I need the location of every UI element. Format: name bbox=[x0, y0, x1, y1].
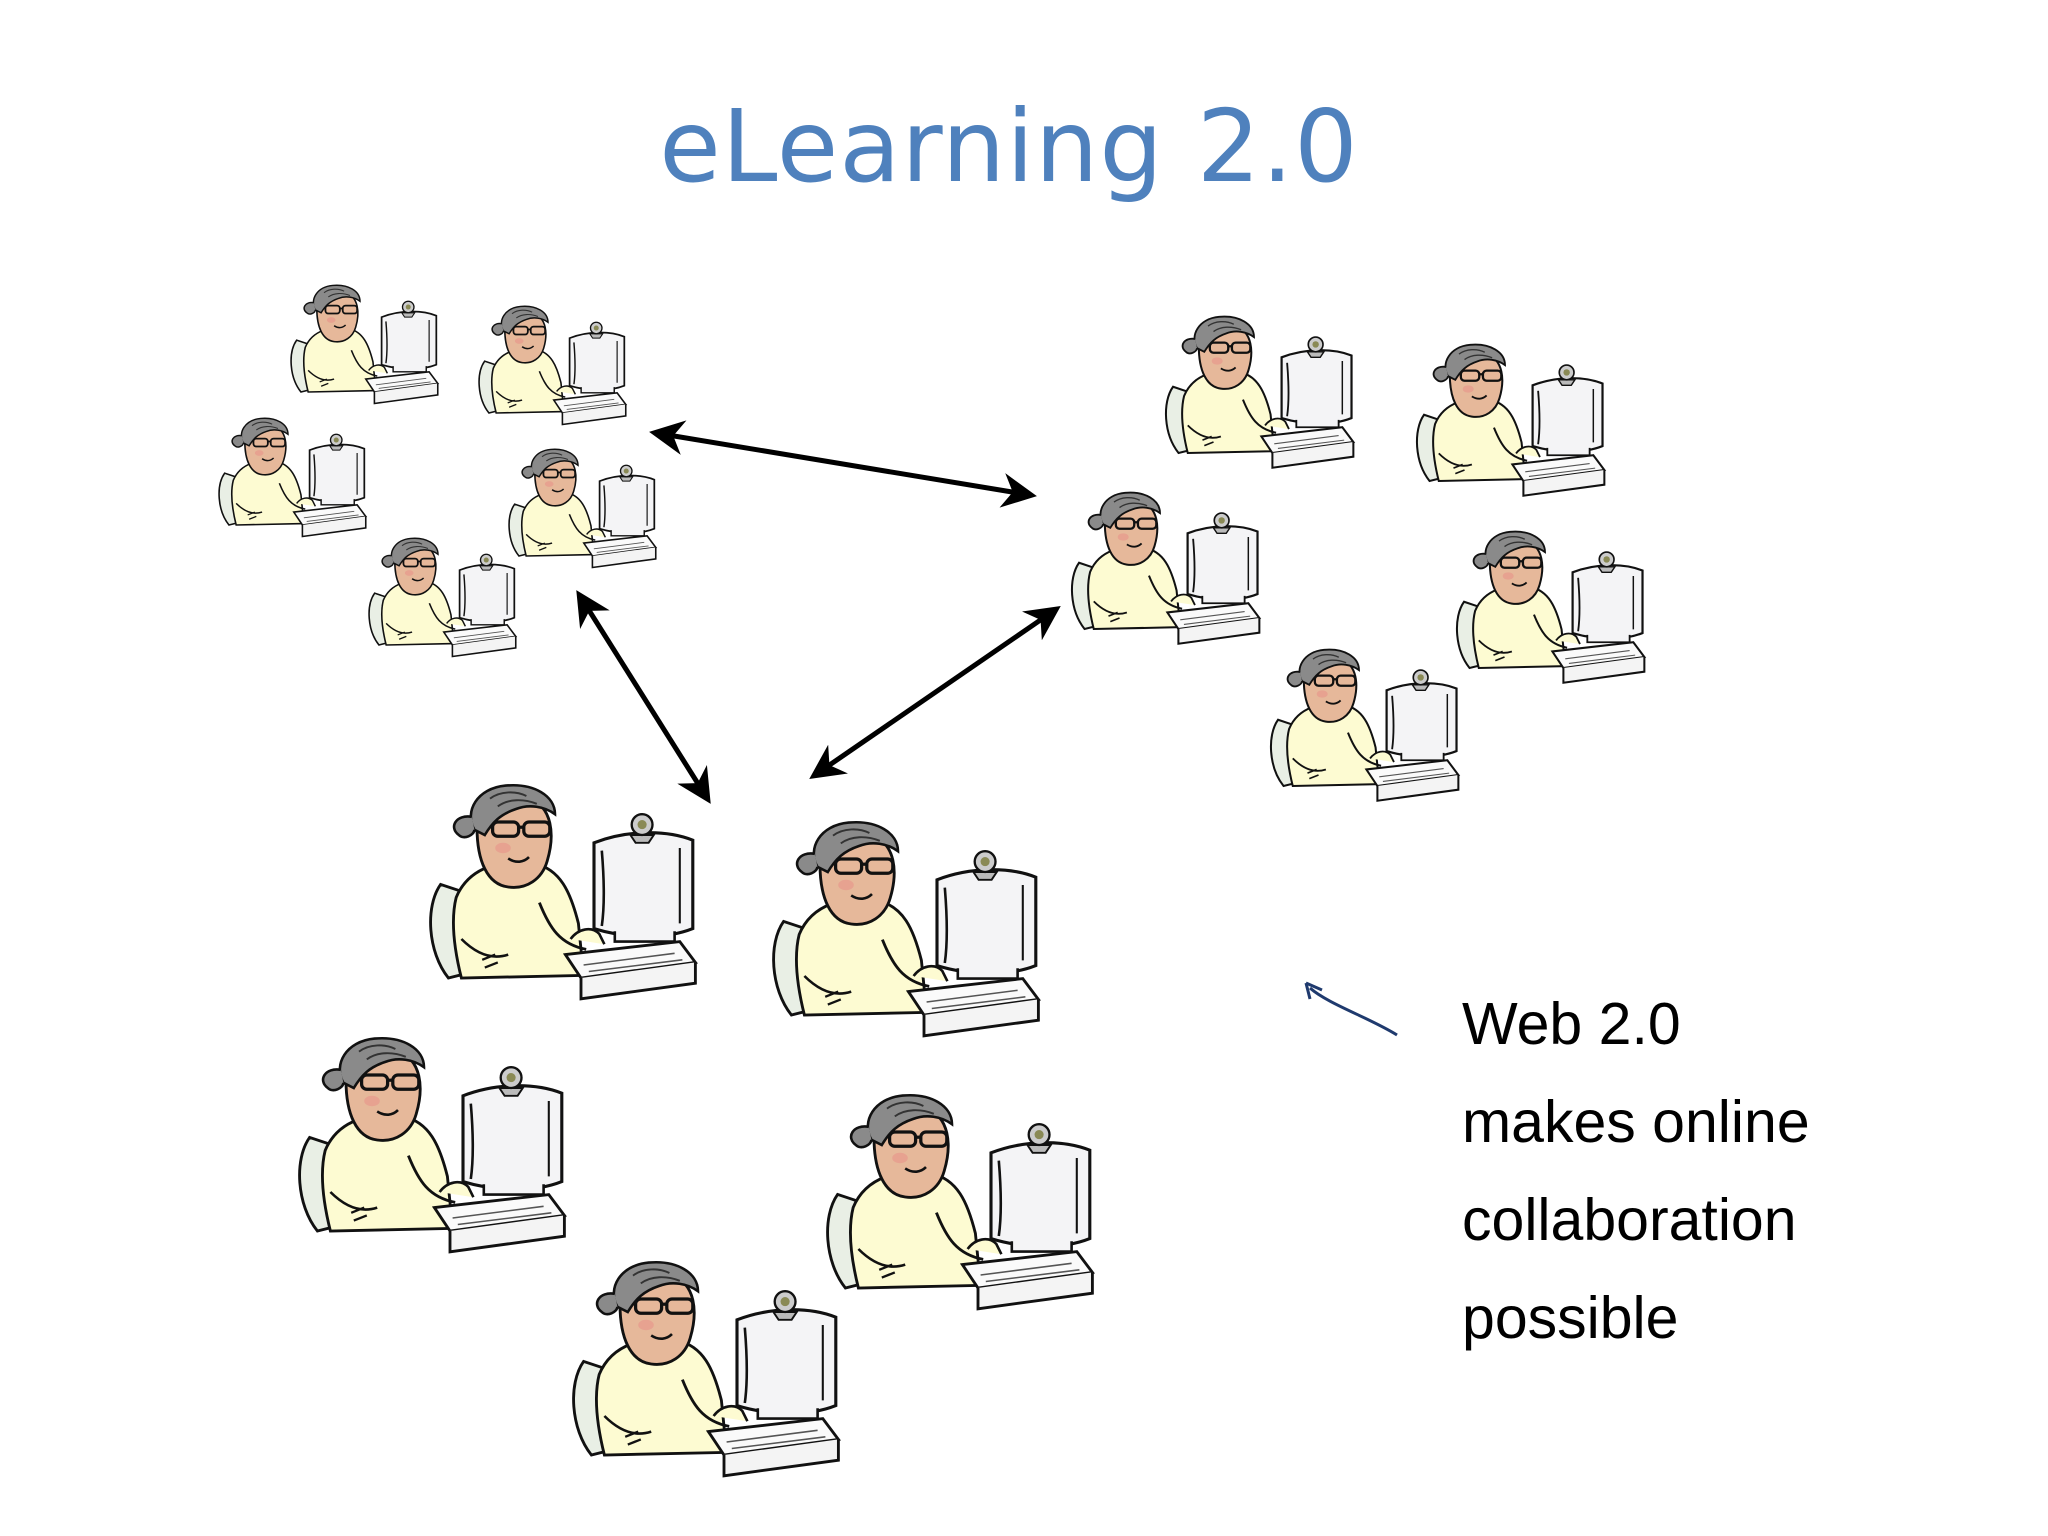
top-left-cluster bbox=[218, 284, 657, 658]
caption-line: makes online bbox=[1462, 1089, 1810, 1155]
learner-icon bbox=[428, 783, 698, 1001]
pointer-arrow bbox=[1304, 981, 1398, 1037]
learner-icon bbox=[825, 1093, 1095, 1311]
arrow-topleft-right bbox=[649, 420, 1037, 508]
learner-icon bbox=[508, 448, 657, 569]
caption-line: Web 2.0 bbox=[1462, 991, 1681, 1057]
learner-icon bbox=[1164, 315, 1355, 469]
learner-icon bbox=[1070, 491, 1261, 645]
learner-icon bbox=[478, 305, 627, 426]
bottom-cluster bbox=[297, 783, 1095, 1478]
learner-icon bbox=[297, 1036, 567, 1254]
arrow-right-bottom bbox=[809, 606, 1061, 779]
caption: Web 2.0 makes online collaboration possi… bbox=[1462, 975, 1982, 1367]
learner-icon bbox=[1415, 343, 1606, 497]
caption-line: possible bbox=[1462, 1285, 1679, 1351]
caption-line: collaboration bbox=[1462, 1187, 1797, 1253]
learner-icon bbox=[1455, 530, 1646, 684]
learner-icon bbox=[368, 537, 517, 658]
learner-icon bbox=[571, 1260, 841, 1478]
learner-icon bbox=[1269, 648, 1460, 802]
learner-icon bbox=[771, 820, 1041, 1038]
learner-icon bbox=[218, 417, 367, 538]
right-cluster bbox=[1070, 315, 1646, 802]
slide-title: eLearning 2.0 bbox=[659, 88, 1359, 205]
arrow-topleft-bottom bbox=[576, 590, 711, 804]
learner-icon bbox=[290, 284, 439, 405]
